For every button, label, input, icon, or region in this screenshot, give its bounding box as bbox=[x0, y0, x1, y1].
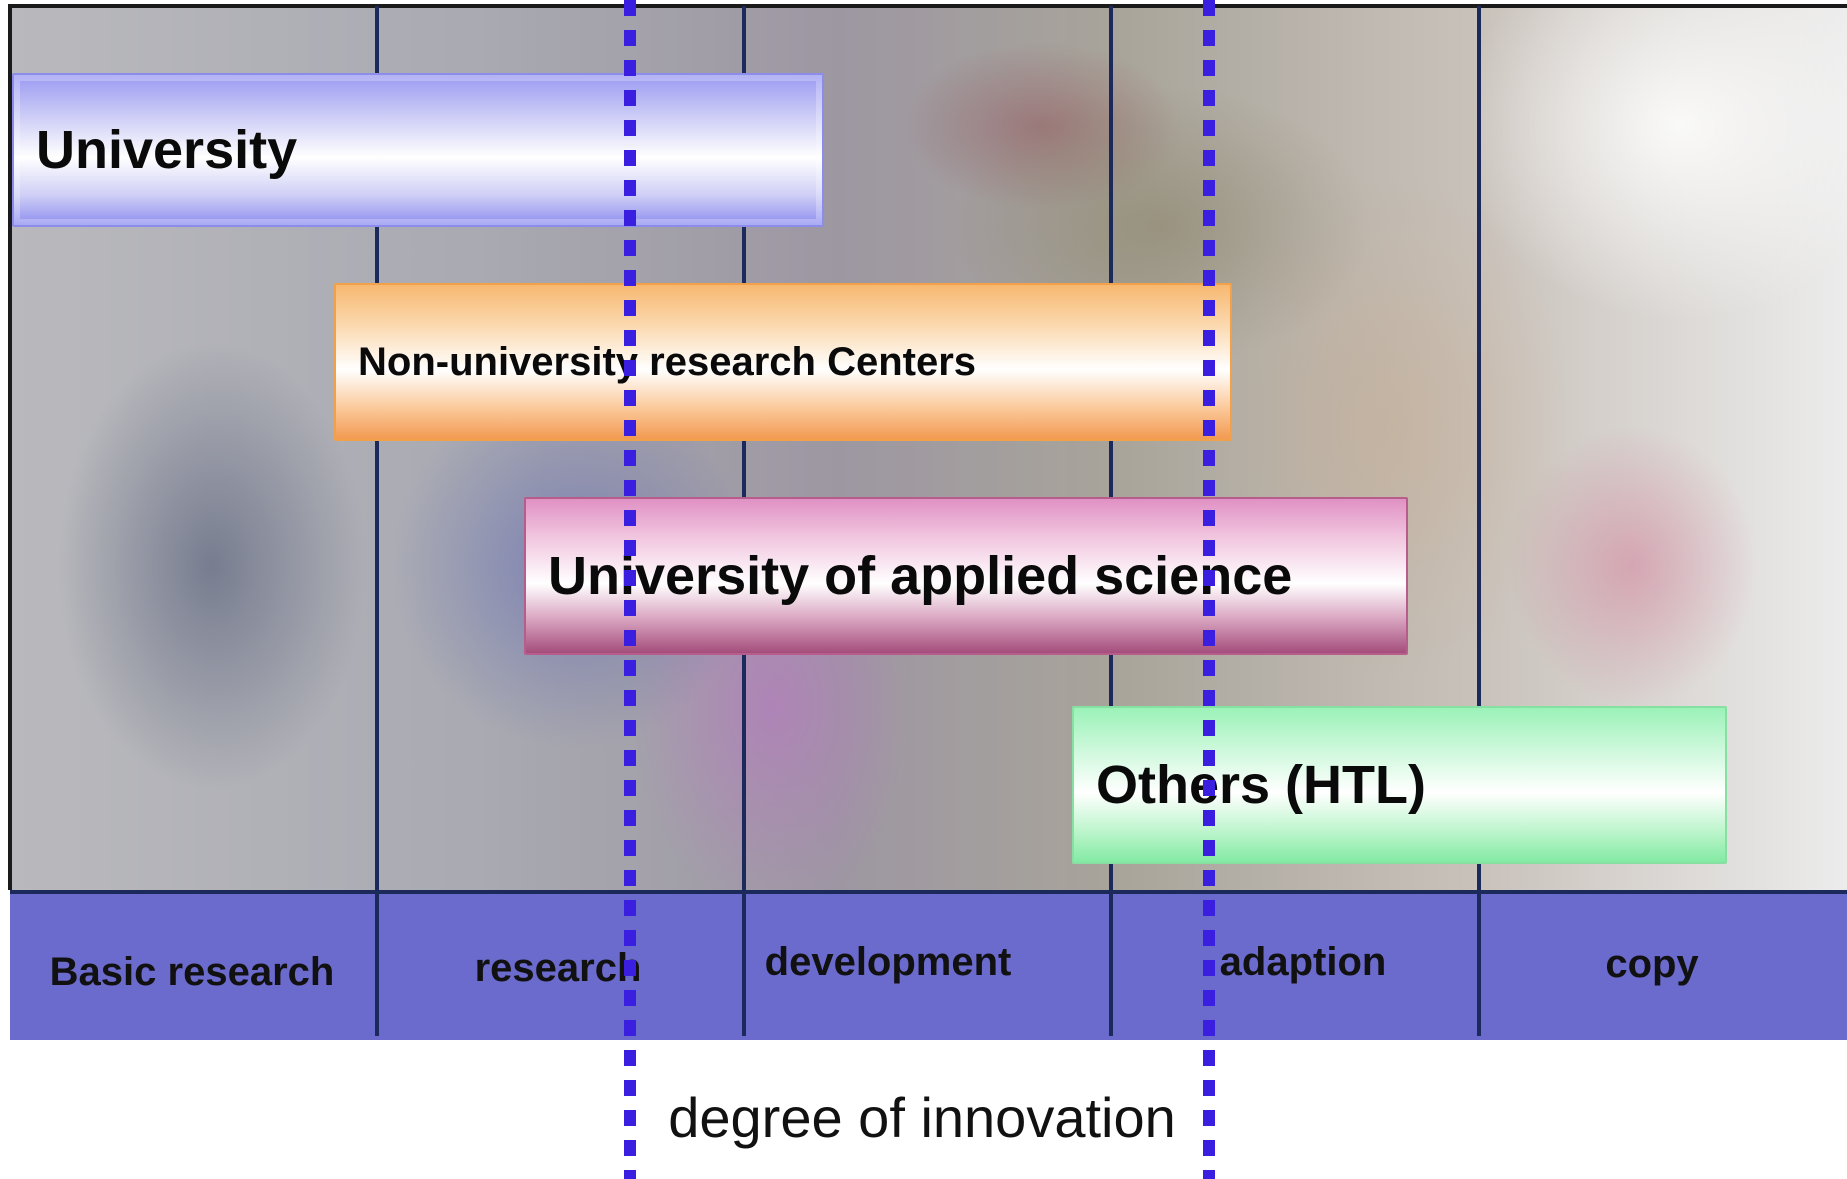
frame-left-border bbox=[8, 4, 12, 890]
actor-label: University bbox=[36, 120, 298, 180]
background-highlight bbox=[1480, 6, 1847, 426]
axis-title: degree of innovation bbox=[658, 1085, 1186, 1150]
actor-bar-others: Others (HTL) bbox=[1072, 706, 1727, 864]
actor-bar-university: University bbox=[12, 73, 824, 227]
dashed-marker-line bbox=[624, 0, 636, 1179]
column-divider bbox=[1477, 6, 1481, 1036]
category-label: development bbox=[764, 940, 1012, 984]
actor-label: University of applied science bbox=[548, 546, 1293, 606]
category-band bbox=[10, 890, 1847, 1040]
actor-bar-applied-science: University of applied science bbox=[524, 497, 1408, 655]
actor-label: Non-university research Centers bbox=[358, 339, 977, 384]
actor-label: Others (HTL) bbox=[1096, 755, 1426, 815]
category-label: research bbox=[474, 946, 642, 990]
category-label: copy bbox=[1605, 942, 1699, 986]
category-label: Basic research bbox=[49, 950, 335, 994]
frame-top-border bbox=[10, 4, 1847, 8]
column-divider bbox=[375, 6, 379, 1036]
actor-bar-non-university: Non-university research Centers bbox=[334, 283, 1232, 441]
category-label: adaption bbox=[1219, 940, 1387, 984]
dashed-marker-line bbox=[1203, 0, 1215, 1179]
